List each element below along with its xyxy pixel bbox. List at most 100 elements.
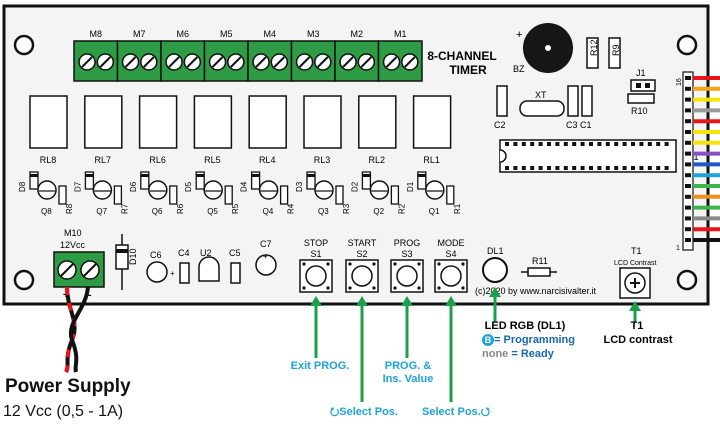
resistor-r3	[335, 185, 344, 205]
power-supply-title: Power Supply	[5, 376, 131, 397]
callout-t1-desc: LCD contrast	[603, 334, 673, 346]
svg-text:R10: R10	[631, 106, 648, 116]
svg-text:C4: C4	[178, 248, 190, 258]
callout-led-prog: B= Programming	[482, 334, 622, 346]
board-title-line2: TIMER	[449, 63, 487, 77]
svg-text:R11: R11	[532, 256, 548, 266]
resistor-label-r1: R1	[453, 203, 462, 214]
relay-icon	[303, 95, 342, 149]
diode-d1	[417, 171, 427, 190]
transistor-label-q6: Q6	[152, 207, 163, 216]
relay-icon	[29, 95, 68, 149]
diode-d10	[115, 244, 129, 270]
callout-led-prog-text: = Programming	[494, 334, 575, 346]
callout-t1-ref: T1	[630, 320, 644, 332]
relay-icon	[248, 95, 287, 149]
resistor-label-r6: R6	[176, 203, 185, 214]
resistor-r2	[390, 185, 400, 205]
svg-text:U2: U2	[200, 248, 212, 258]
transistor-q7	[92, 180, 113, 200]
cap-c3	[567, 85, 579, 117]
callout-prog-line1: PROG. &	[384, 360, 432, 372]
svg-text:C2: C2	[494, 120, 506, 130]
svg-text:+: +	[170, 269, 175, 278]
svg-text:R12: R12	[589, 39, 599, 56]
diode-d4	[250, 171, 261, 190]
cap-c1	[581, 85, 593, 117]
resistor-label-r3: R3	[342, 203, 351, 214]
diode-d3	[306, 171, 316, 190]
button-ref-s1: S1	[310, 249, 321, 259]
lcd-header	[682, 71, 720, 251]
resistor-r4	[279, 185, 289, 205]
resistor-r7	[113, 185, 123, 205]
terminal-label-m7: M7	[133, 29, 146, 39]
diode-d8	[29, 171, 39, 190]
diode-label-d4: D4	[240, 181, 249, 192]
button-name-s4: MODE	[438, 238, 465, 248]
relay-icon	[193, 95, 233, 149]
resistor-r1	[446, 185, 455, 205]
svg-text:T1: T1	[631, 246, 642, 256]
svg-text:C6: C6	[150, 250, 162, 260]
transistor-label-q3: Q3	[318, 207, 329, 216]
button-name-s1: STOP	[304, 238, 328, 248]
resistor-r5	[224, 185, 233, 205]
diode-d2	[361, 171, 372, 190]
transistor-q4	[258, 180, 279, 200]
cap-c5	[230, 262, 241, 284]
button-name-s2: START	[348, 238, 377, 248]
callout-arrows	[310, 287, 641, 402]
relay-label-rl4: RL4	[259, 155, 276, 165]
power-supply-spec: 12 Vcc (0,5 - 1A)	[3, 403, 123, 421]
resistor-label-r8: R8	[65, 203, 74, 214]
resistor-r8	[58, 185, 67, 205]
transistor-label-q1: Q1	[429, 207, 440, 216]
board-title-line1: 8-CHANNEL	[427, 49, 496, 63]
diode-label-d7: D7	[73, 181, 82, 192]
transistor-label-q7: Q7	[96, 207, 107, 216]
relay-label-rl2: RL2	[369, 155, 386, 165]
resistor-r10	[627, 93, 655, 104]
diode-d7	[84, 171, 95, 190]
transistor-q2	[369, 180, 390, 200]
svg-text:C1: C1	[580, 120, 592, 130]
resistor-label-r7: R7	[120, 203, 129, 214]
svg-text:C5: C5	[229, 248, 241, 258]
button-ref-s3: S3	[401, 249, 412, 259]
credit-text: (c)2020 by www.narcisivalter.it	[475, 286, 597, 296]
callout-select-right: Select Pos.⭯	[422, 406, 490, 418]
cap-c6	[146, 261, 168, 283]
relay-label-rl6: RL6	[149, 155, 166, 165]
transistor-q6	[148, 180, 168, 200]
svg-text:C7: C7	[260, 239, 272, 249]
transistor-label-q5: Q5	[207, 207, 218, 216]
terminal-label-m6: M6	[176, 29, 189, 39]
terminal-label-m3: M3	[307, 29, 320, 39]
svg-text:D10: D10	[128, 248, 138, 265]
transistor-label-q2: Q2	[373, 207, 384, 216]
terminal-label-m1: M1	[394, 29, 407, 39]
buzzer-plus: +	[516, 29, 522, 41]
callout-prog-line2: Ins. Value	[382, 373, 434, 385]
transistor-label-q4: Q4	[263, 207, 274, 216]
svg-text:J1: J1	[636, 68, 646, 78]
resistor-r12	[586, 37, 599, 69]
svg-text:XT: XT	[535, 90, 547, 100]
crystal-xt	[519, 100, 565, 117]
svg-text:+: +	[263, 252, 268, 261]
relay-label-rl7: RL7	[95, 155, 112, 165]
lcd-pin-last: 16	[676, 78, 683, 86]
diode-label-d1: D1	[406, 181, 415, 192]
diode-label-d5: D5	[184, 181, 193, 192]
relay-icon	[412, 95, 452, 149]
resistor-r6	[169, 185, 178, 205]
relay-icon	[84, 95, 123, 149]
mounting-hole-icon	[13, 34, 698, 291]
relay-label-rl1: RL1	[423, 155, 440, 165]
